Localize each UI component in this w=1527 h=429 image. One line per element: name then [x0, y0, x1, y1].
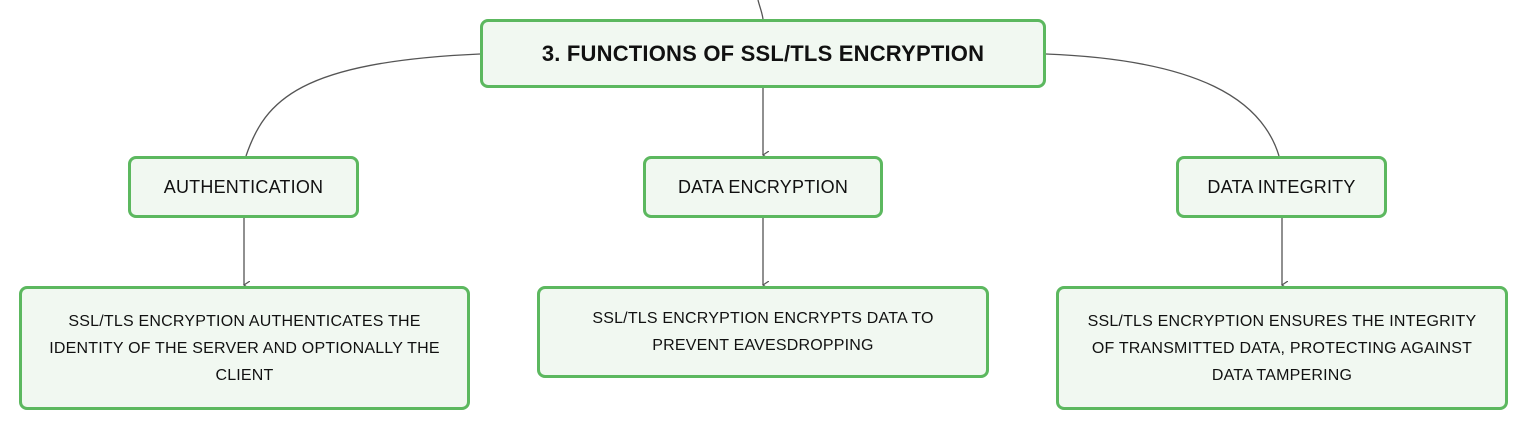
leaf-node-text: SSL/TLS ENCRYPTION ENSURES THE INTEGRITY… [1087, 312, 1477, 384]
branch-node-data-integrity[interactable]: DATA INTEGRITY [1176, 156, 1387, 218]
root-node-label: 3. FUNCTIONS OF SSL/TLS ENCRYPTION [541, 40, 985, 66]
branch-node-label: DATA INTEGRITY [1207, 176, 1356, 197]
leaf-node-authentication-detail[interactable]: SSL/TLS ENCRYPTION AUTHENTICATES THE IDE… [19, 286, 470, 410]
connector-parent-to-root [757, 0, 764, 20]
leaf-node-text: SSL/TLS ENCRYPTION AUTHENTICATES THE IDE… [49, 312, 440, 384]
leaf-node-data-encryption-detail[interactable]: SSL/TLS ENCRYPTION ENCRYPTS DATA TO PREV… [537, 286, 989, 378]
leaf-node-data-integrity-detail[interactable]: SSL/TLS ENCRYPTION ENSURES THE INTEGRITY… [1056, 286, 1508, 410]
branch-node-label: DATA ENCRYPTION [677, 176, 849, 197]
root-node[interactable]: 3. FUNCTIONS OF SSL/TLS ENCRYPTION [480, 19, 1046, 88]
leaf-node-text: SSL/TLS ENCRYPTION ENCRYPTS DATA TO PREV… [592, 310, 934, 354]
connector-root-to-authentication [245, 53, 481, 157]
branch-node-authentication[interactable]: AUTHENTICATION [128, 156, 359, 218]
branch-node-data-encryption[interactable]: DATA ENCRYPTION [643, 156, 883, 218]
branch-node-label: AUTHENTICATION [163, 176, 324, 197]
connector-root-to-data-integrity [1045, 53, 1280, 157]
